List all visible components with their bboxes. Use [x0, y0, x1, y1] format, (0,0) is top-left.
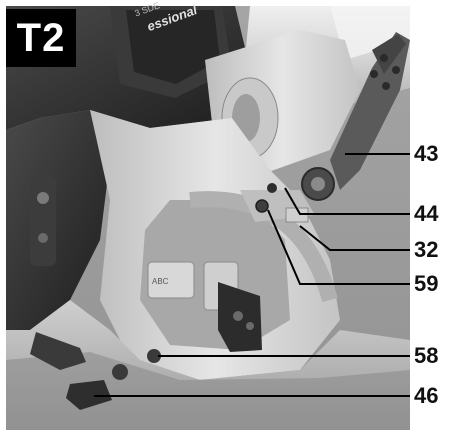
- knob-58: [147, 349, 161, 363]
- screw-44: [267, 183, 277, 193]
- callout-46: 46: [414, 383, 439, 408]
- callout-59: 59: [414, 271, 439, 296]
- callout-44: 44: [414, 201, 439, 226]
- callout-43: 43: [414, 141, 439, 166]
- leader-44: [284, 187, 410, 215]
- figure-label: T2: [6, 9, 76, 67]
- blade-guard: [6, 110, 110, 330]
- lever-46: [66, 380, 112, 410]
- leader-32: [299, 225, 410, 251]
- callout-58: 58: [414, 343, 439, 368]
- leader-59: [267, 209, 410, 285]
- mark-text: ABC: [152, 277, 169, 286]
- bevel-arc: [189, 191, 338, 303]
- screw-59: [255, 199, 269, 213]
- leader-lines: [94, 153, 410, 397]
- lever-handle: [330, 32, 410, 190]
- callout-32: 32: [414, 237, 439, 262]
